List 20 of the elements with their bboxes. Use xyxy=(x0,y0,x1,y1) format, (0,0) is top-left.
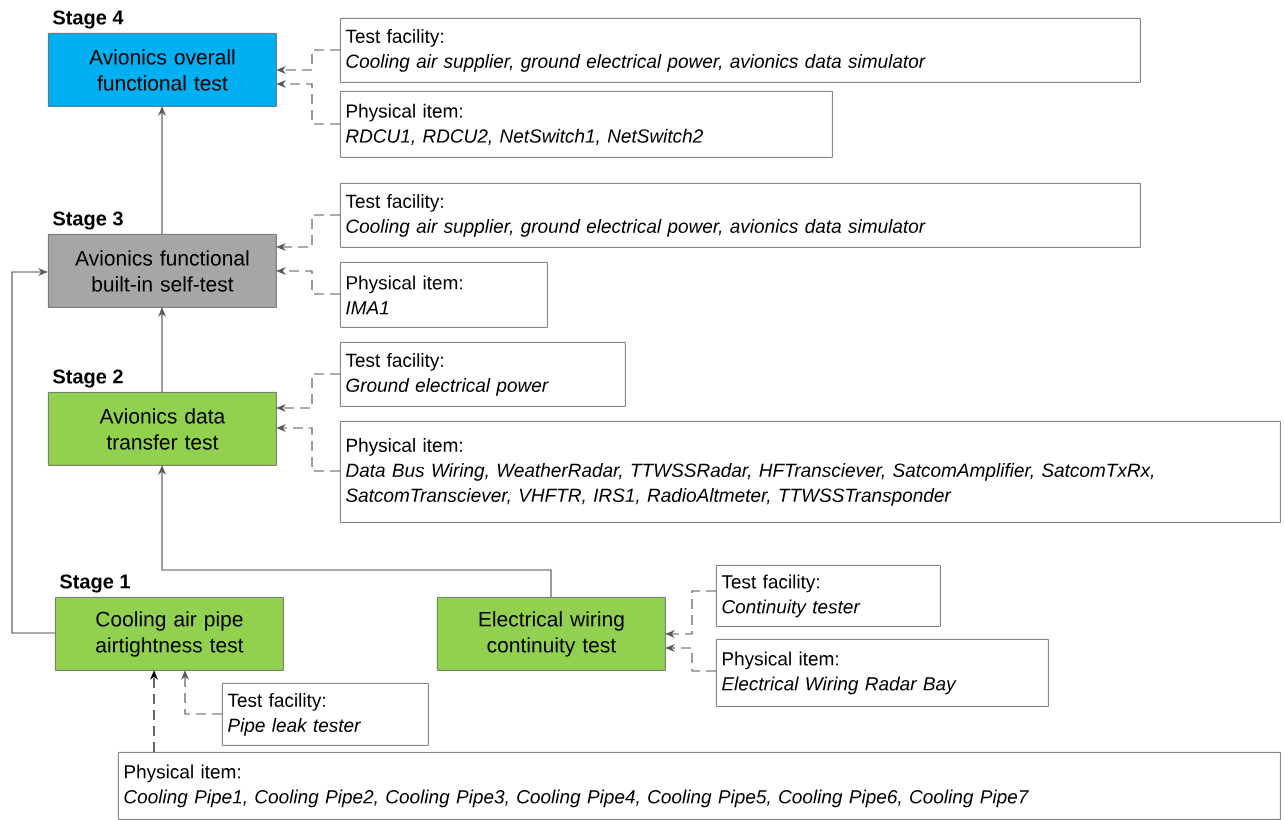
info-box: Physical item: Cooling Pipe1, Cooling Pipe2, Cooling Pipe3, Cooling Pipe4, Cooling Pipe5, Cooling Pipe6, Cooling Pipe7 xyxy=(118,752,1281,820)
process-box: Avionics overall functional test xyxy=(48,33,277,107)
info-box: Test facility: Cooling air supplier, ground electrical power, avionics data simulator xyxy=(340,183,1141,248)
arrow xyxy=(11,267,56,634)
process-box: Electrical wiring continuity test xyxy=(437,597,666,671)
process-box: Avionics functional built-in self-test xyxy=(48,234,277,308)
process-box: Cooling air pipe airtightness test xyxy=(55,597,284,671)
info-box: Test facility: Cooling air supplier, ground electrical power, avionics data simulator xyxy=(340,18,1141,83)
stage-heading: Stage 4 xyxy=(52,10,124,29)
info-box: Physical item: Electrical Wiring Radar Bay xyxy=(716,639,1049,707)
info-box: Test facility: Continuity tester xyxy=(716,565,941,627)
info-box: Test facility: Pipe leak tester xyxy=(222,683,429,746)
stage-heading: Stage 1 xyxy=(59,574,130,593)
info-box: Test facility: Ground electrical power xyxy=(340,342,626,407)
info-box: Physical item: IMA1 xyxy=(340,262,548,328)
info-box: Physical item: RDCU1, RDCU2, NetSwitch1, NetSwitch2 xyxy=(340,91,833,158)
process-box: Avionics data transfer test xyxy=(48,392,277,466)
info-box: Physical item: Data Bus Wiring, WeatherRadar, TTWSSRadar, HFTransciever, SatcomAmplifier, SatcomTxRx, SatcomTransciever, VHFTR, IRS1, RadioAltmeter, TTWSSTransponder xyxy=(340,421,1281,523)
stage-heading: Stage 2 xyxy=(52,369,123,388)
stage-heading: Stage 3 xyxy=(52,211,123,230)
